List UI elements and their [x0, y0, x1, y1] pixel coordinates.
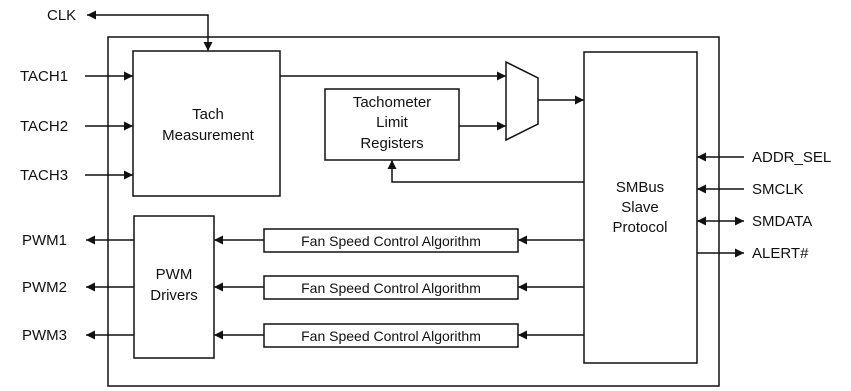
pin-tach2-label: TACH2: [20, 118, 68, 135]
pin-tach3-label: TACH3: [20, 167, 68, 184]
tach-measurement-label-1: Tach: [192, 106, 224, 123]
pin-clk-label: CLK: [47, 7, 76, 24]
fan-speed-control-label-3: Fan Speed Control Algorithm: [301, 328, 481, 344]
tach-measurement-block: [132, 50, 281, 197]
pin-addr-sel-label: ADDR_SEL: [752, 149, 831, 166]
clk-wire: [87, 10, 213, 51]
tach-limit-label-1: Tachometer: [353, 94, 431, 111]
pwm-drivers-label-1: PWM: [156, 266, 193, 283]
tach-limit-label-2: Limit: [376, 114, 409, 131]
pin-pwm1-label: PWM1: [22, 232, 67, 249]
fan-speed-control-label-2: Fan Speed Control Algorithm: [301, 280, 481, 296]
pin-tach1-label: TACH1: [20, 68, 68, 85]
smbus-to-limit-wire: [387, 160, 584, 183]
pwm-drivers-label-2: Drivers: [150, 287, 198, 304]
fan-speed-control-label-1: Fan Speed Control Algorithm: [301, 233, 481, 249]
mux-shape: [505, 60, 539, 142]
pin-smclk-label: SMCLK: [752, 181, 804, 198]
smbus-label-3: Protocol: [612, 219, 667, 236]
tach-measurement-label-2: Measurement: [162, 127, 255, 144]
pin-pwm3-label: PWM3: [22, 327, 67, 344]
smbus-label-2: Slave: [621, 199, 659, 216]
chip-outline: [107, 36, 720, 387]
pin-alert-label: ALERT#: [752, 245, 809, 262]
pin-smdata-label: SMDATA: [752, 213, 812, 230]
tach-limit-label-3: Registers: [360, 135, 423, 152]
pin-pwm2-label: PWM2: [22, 279, 67, 296]
smbus-label-1: SMBus: [616, 179, 664, 196]
smbus-slave-protocol-block: [583, 51, 698, 364]
